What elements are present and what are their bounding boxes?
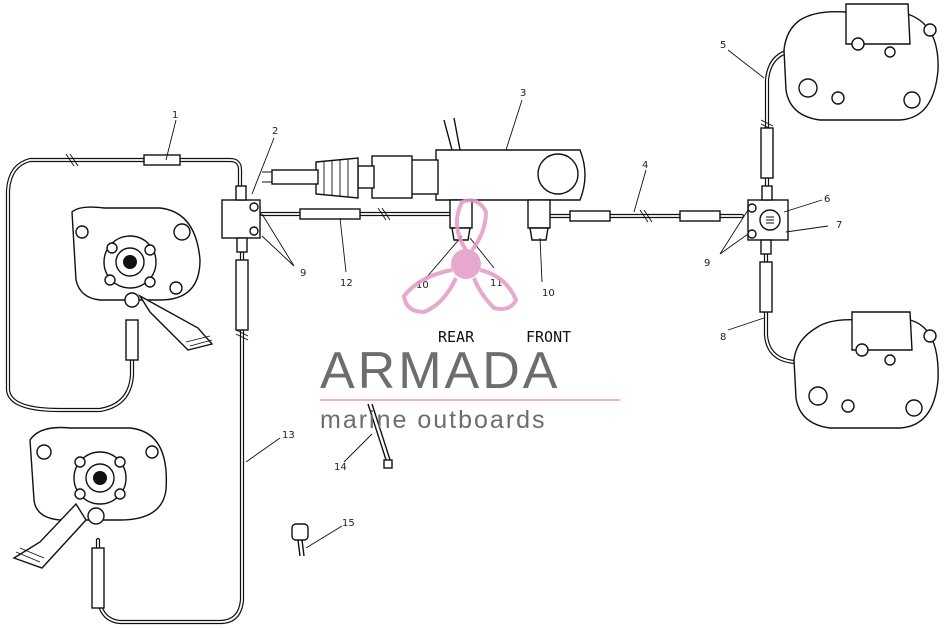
callout-1: 1 xyxy=(172,110,178,121)
callout-11: 11 xyxy=(490,278,503,289)
callout-2: 2 xyxy=(272,126,278,137)
brake-lines xyxy=(5,44,871,625)
leader-lines xyxy=(165,49,829,549)
callout-4: 4 xyxy=(642,160,648,171)
watermark-title: ARMADA xyxy=(320,342,560,400)
cap-15 xyxy=(291,523,309,557)
right-tee-junction xyxy=(747,185,789,255)
callout-13: 13 xyxy=(282,430,295,441)
callout-3: 3 xyxy=(520,88,526,99)
bleed-screw-14 xyxy=(367,403,393,469)
front-label: FRONT xyxy=(526,328,571,346)
callout-numbers: 1 2 3 4 5 6 7 8 9 9 10 10 11 12 13 14 15 xyxy=(172,40,842,529)
callout-12: 12 xyxy=(340,278,353,289)
callout-10-right: 10 xyxy=(542,288,555,299)
callout-9-left: 9 xyxy=(300,268,306,279)
armada-propeller-logo-icon xyxy=(401,198,519,315)
caliper-front-left xyxy=(71,206,214,351)
callout-7: 7 xyxy=(836,220,842,231)
caliper-rear-left xyxy=(12,426,168,569)
left-tee-junction xyxy=(221,185,261,253)
callout-5: 5 xyxy=(720,40,726,51)
callout-6: 6 xyxy=(824,194,830,205)
rear-label: REAR xyxy=(438,328,475,346)
caliper-upper-right xyxy=(783,3,939,121)
callout-10-left: 10 xyxy=(416,280,429,291)
callout-8: 8 xyxy=(720,332,726,343)
callout-9-right: 9 xyxy=(704,258,710,269)
watermark-subtitle: marine outboards xyxy=(320,406,547,434)
caliper-lower-right xyxy=(793,311,939,429)
callout-14: 14 xyxy=(334,462,347,473)
master-cylinder xyxy=(262,117,586,241)
callout-15: 15 xyxy=(342,518,355,529)
